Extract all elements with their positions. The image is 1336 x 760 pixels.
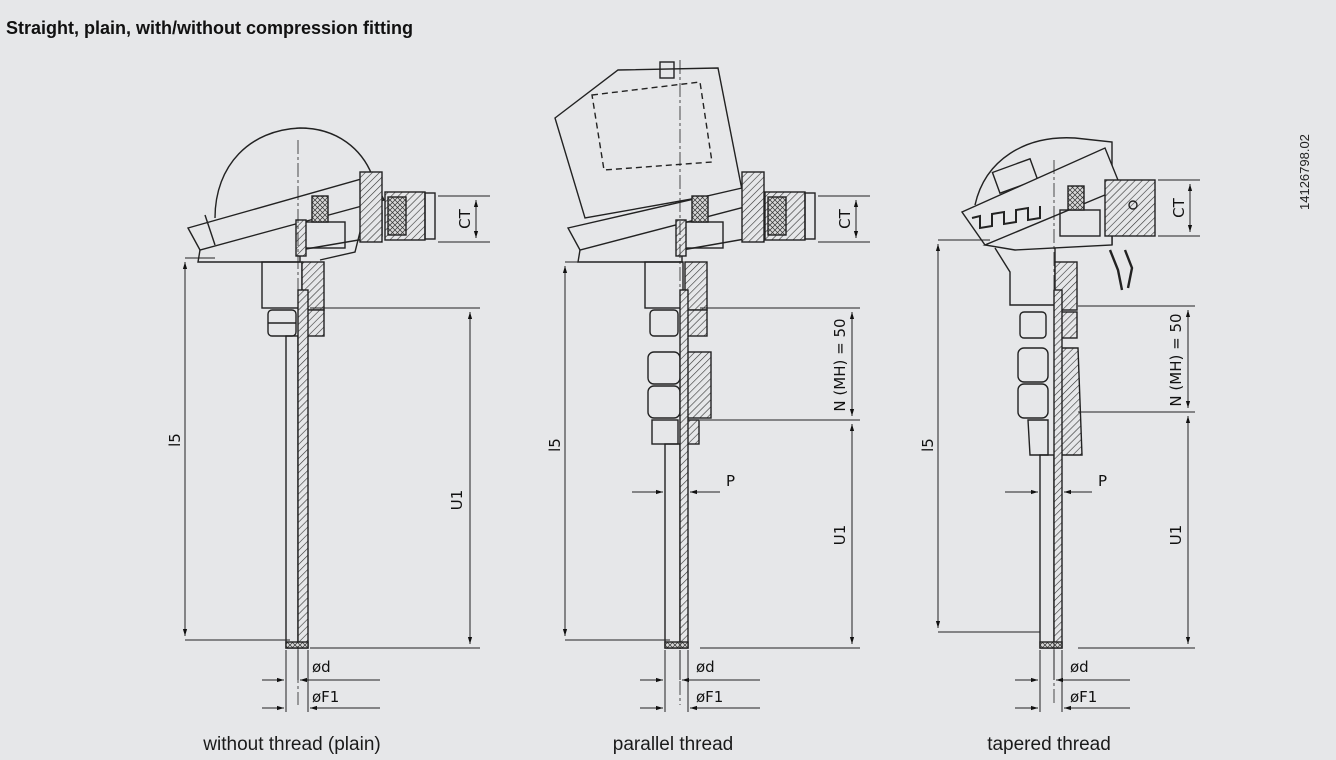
diameter-d-label: ød <box>312 658 331 676</box>
chain-clip <box>1108 249 1134 291</box>
head-lid <box>186 175 386 251</box>
compression-fitting-nut <box>647 351 681 385</box>
head-cover-dome <box>214 127 373 219</box>
thermowell <box>285 335 299 649</box>
ct-label: CT <box>836 208 854 228</box>
l5-label: l5 <box>166 433 184 447</box>
dimension-lines <box>935 179 1200 712</box>
drawing-parallel-thread: l5 U1 N (MH) = 50 CT P ød øF1 <box>546 60 870 712</box>
figure-title: Straight, plain, with/without compressio… <box>6 18 413 38</box>
terminal-block <box>304 221 346 249</box>
dimension-lines <box>562 195 870 712</box>
compression-fitting-nut <box>1017 347 1049 383</box>
drawing-tapered-thread: l5 U1 N (MH) = 50 CT P ød øF1 <box>919 137 1200 712</box>
n-mh-label: N (MH) = 50 <box>1167 313 1185 406</box>
u1-label: U1 <box>1167 525 1185 546</box>
thermowell <box>664 443 681 649</box>
tapered-thread <box>1027 419 1049 456</box>
hex-nut <box>1019 311 1047 339</box>
hex-nut <box>649 309 679 337</box>
head-cover <box>974 137 1113 245</box>
caption-without-thread: without thread (plain) <box>203 734 381 755</box>
u1-label: U1 <box>448 490 466 511</box>
diameter-d-label: ød <box>1070 658 1089 676</box>
drawing-without-thread: l5 U1 CT ød øF1 <box>166 127 490 712</box>
ct-label: CT <box>1170 197 1188 217</box>
diameter-f1-label: øF1 <box>312 688 339 706</box>
diameter-d-label: ød <box>696 658 715 676</box>
diameter-f1-label: øF1 <box>1070 688 1097 706</box>
l5-label: l5 <box>546 438 564 452</box>
ct-label: CT <box>456 208 474 228</box>
u1-label: U1 <box>831 525 849 546</box>
n-mh-label: N (MH) = 50 <box>831 318 849 411</box>
thermowell <box>1039 454 1055 649</box>
diameter-f1-label: øF1 <box>696 688 723 706</box>
caption-parallel-thread: parallel thread <box>612 734 734 755</box>
thread-p-label: P <box>1098 472 1107 490</box>
head-cover-box <box>554 67 743 219</box>
caption-tapered-thread: tapered thread <box>987 734 1111 755</box>
l5-label: l5 <box>919 438 937 452</box>
parallel-thread <box>651 419 679 445</box>
thread-p-label: P <box>726 472 735 490</box>
dimension-lines <box>182 195 490 712</box>
